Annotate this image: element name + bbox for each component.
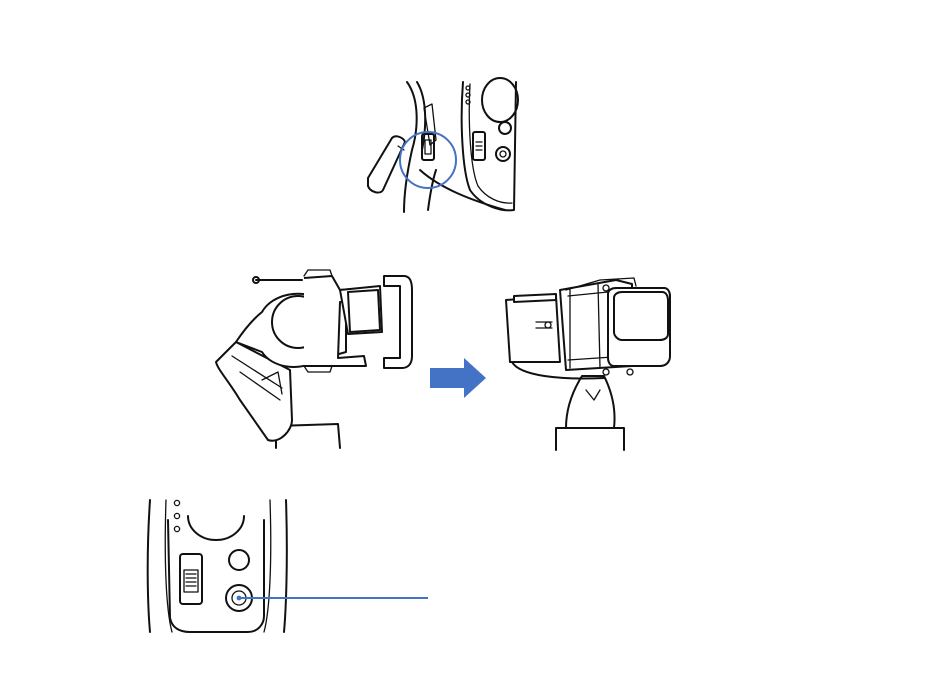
right-arrow-icon <box>430 358 486 398</box>
button-detail-figure <box>148 500 428 632</box>
port-detail-figure <box>368 78 518 212</box>
gimbal-folded-figure <box>216 270 412 448</box>
gimbal-mounted-figure <box>506 278 670 450</box>
indicator-dots <box>466 86 470 104</box>
